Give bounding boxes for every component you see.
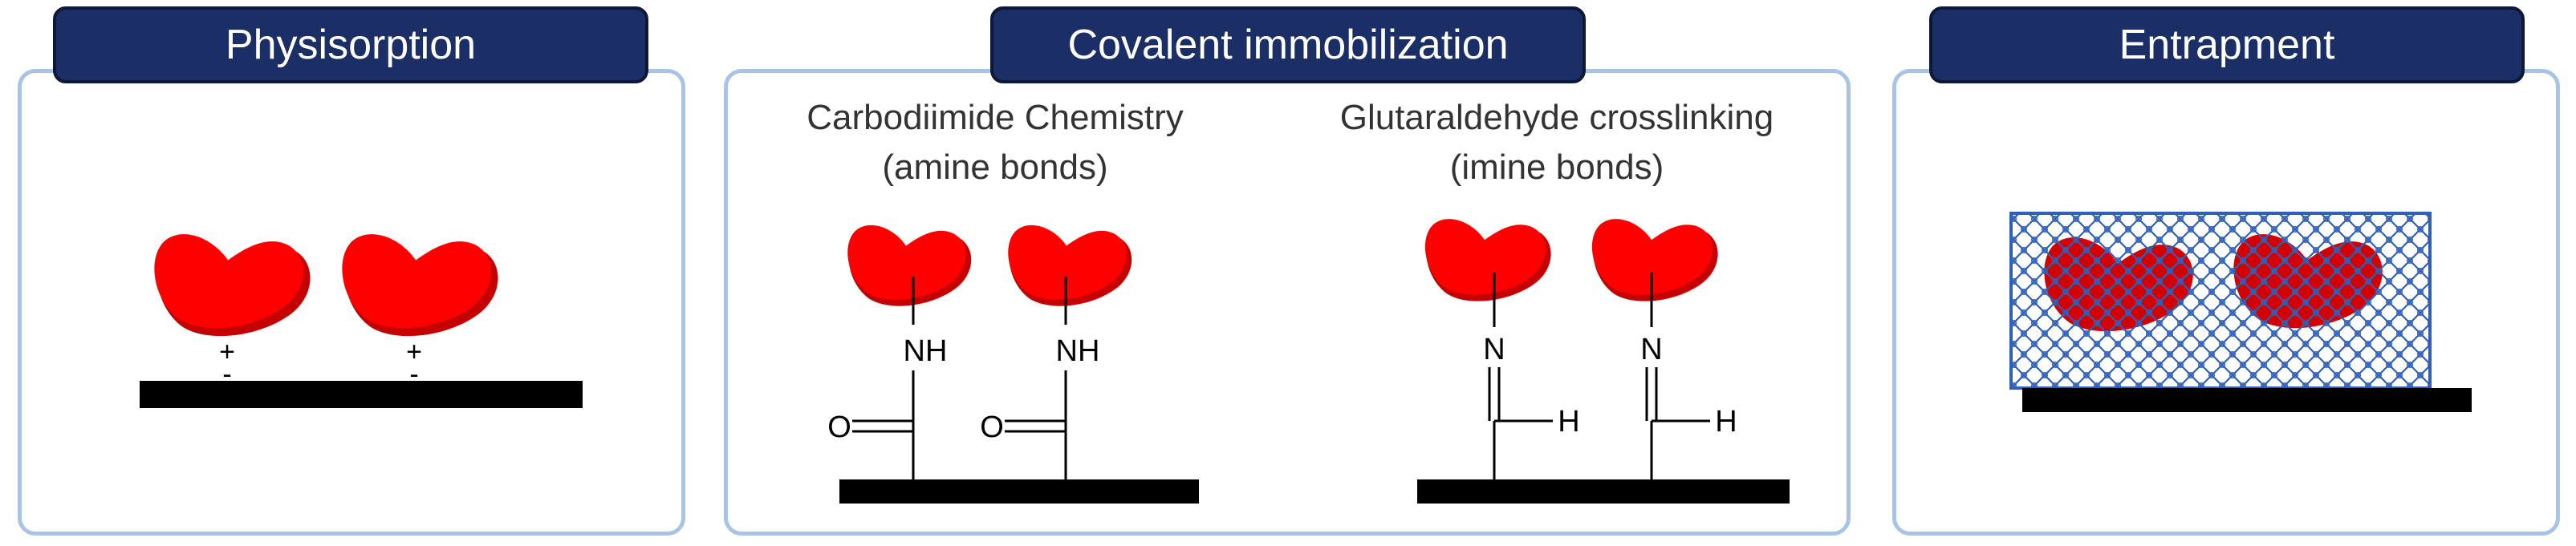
enzyme-2 bbox=[342, 234, 498, 337]
glutaraldehyde-support-surface bbox=[1417, 479, 1790, 504]
negative-charge-1: - bbox=[222, 359, 231, 390]
enzyme-3 bbox=[847, 224, 972, 306]
enzyme-5 bbox=[1424, 219, 1551, 301]
carbodiimide-support-surface bbox=[839, 479, 1199, 504]
h-label-1: H bbox=[1558, 405, 1579, 439]
enzyme-4 bbox=[1008, 224, 1132, 306]
support-surface bbox=[140, 381, 583, 408]
entrapment-support-surface bbox=[2022, 388, 2472, 412]
physisorption-scene: + - + - bbox=[140, 234, 583, 408]
negative-charge-2: - bbox=[409, 359, 418, 390]
nh-label-2: NH bbox=[1056, 334, 1100, 368]
enzyme-1 bbox=[154, 234, 311, 337]
h-label-2: H bbox=[1715, 405, 1737, 439]
glutaraldehyde-bond-type: (imine bonds) bbox=[1449, 148, 1664, 187]
polymer-mesh bbox=[2009, 212, 2432, 390]
entrapment-title-tab: Entrapment bbox=[1929, 6, 2525, 83]
carbodiimide-title: Carbodiimide Chemistry bbox=[807, 98, 1184, 137]
carbodiimide-subtitle: Carbodiimide Chemistry (amine bonds) bbox=[738, 93, 1252, 192]
carbodiimide-bond-type: (amine bonds) bbox=[882, 148, 1108, 187]
covalent-title-tab: Covalent immobilization bbox=[990, 6, 1586, 83]
glutaraldehyde-scene: N H N H bbox=[1417, 219, 1790, 504]
entrapment-title: Entrapment bbox=[2119, 22, 2335, 68]
glutaraldehyde-title: Glutaraldehyde crosslinking bbox=[1339, 98, 1774, 137]
positive-charge-1: + bbox=[219, 337, 235, 367]
entrapment-scene bbox=[2009, 212, 2472, 412]
o-label-1: O bbox=[827, 411, 851, 444]
n-label-2: N bbox=[1640, 333, 1662, 366]
covalent-title: Covalent immobilization bbox=[1067, 22, 1509, 68]
carbodiimide-scene: NH O NH O bbox=[827, 224, 1199, 504]
physisorption-title: Physisorption bbox=[225, 22, 477, 68]
n-label-1: N bbox=[1483, 333, 1505, 366]
physisorption-title-tab: Physisorption bbox=[53, 6, 648, 83]
positive-charge-2: + bbox=[406, 337, 422, 367]
enzyme-6 bbox=[1591, 219, 1718, 301]
nh-label-1: NH bbox=[904, 334, 948, 368]
o-label-2: O bbox=[980, 411, 1004, 444]
glutaraldehyde-subtitle: Glutaraldehyde crosslinking (imine bonds… bbox=[1284, 93, 1830, 192]
